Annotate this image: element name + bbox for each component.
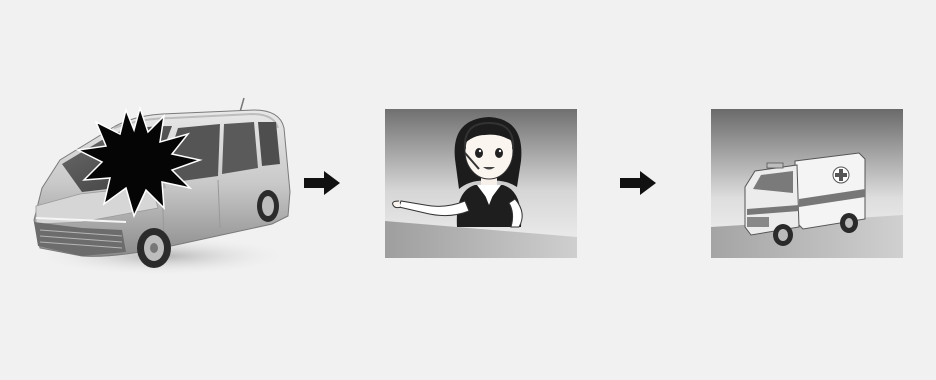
arrow-right-icon <box>620 171 656 195</box>
arrow-right-icon <box>304 171 340 195</box>
operator-icon <box>385 109 577 258</box>
ambulance-icon <box>711 109 903 258</box>
car-crash-icon <box>22 88 294 280</box>
